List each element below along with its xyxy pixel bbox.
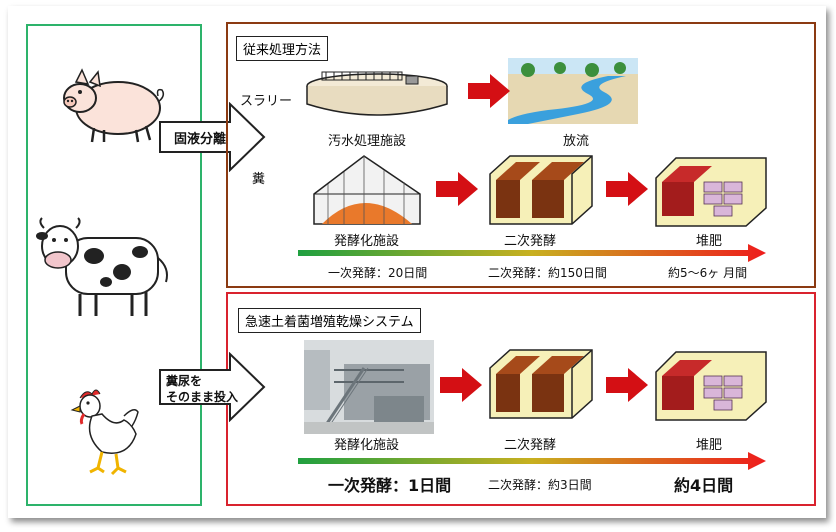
primary-days-top: 一次発酵：20日間	[328, 266, 428, 280]
input-arrow	[159, 352, 266, 422]
compost-label-bottom: 堆肥	[696, 438, 723, 453]
traditional-title: 従来処理方法	[236, 36, 329, 61]
input-label-line2: そのまま投入	[166, 390, 239, 404]
secondary-bins-bottom-icon	[489, 349, 593, 419]
feces-label: 糞	[252, 172, 266, 187]
slurry-label: スラリー	[240, 94, 293, 109]
total-bottom: 約4日間	[674, 476, 734, 495]
pig-icon	[63, 68, 165, 143]
timeline-arrow-top	[298, 244, 766, 262]
secondary-days-bottom: 二次発酵：約3日間	[488, 478, 592, 492]
compost-top-icon	[655, 157, 767, 227]
compost-bottom-icon	[655, 351, 767, 421]
figure-frame: 固液分離 従来処理方法 スラリー 糞 汚水処理施設 放流 発酵化施設	[8, 6, 826, 518]
animals-panel	[26, 24, 202, 506]
river-icon	[508, 58, 638, 124]
arrow-fermentation-to-secondary-bottom	[440, 368, 482, 402]
secondary-label-top: 二次発酵	[504, 234, 557, 249]
cow-icon	[36, 217, 168, 316]
arrow-secondary-to-compost-top	[606, 172, 648, 206]
arrow-fermentation-to-secondary-top	[436, 172, 478, 206]
secondary-days-top: 二次発酵：約150日間	[488, 266, 607, 280]
fermentation-label-bottom: 発酵化施設	[334, 438, 400, 453]
facility-photo	[304, 340, 434, 434]
total-top: 約5～6ヶ 月間	[668, 266, 748, 280]
arrow-secondary-to-compost-bottom	[606, 368, 648, 402]
traditional-panel	[226, 22, 816, 288]
wastewater-tank-icon	[306, 71, 448, 116]
primary-days-bottom: 一次発酵：1日間	[328, 476, 452, 495]
input-label-line1: 糞尿を	[166, 374, 203, 388]
secondary-bins-top-icon	[489, 155, 593, 225]
discharge-label: 放流	[563, 134, 590, 149]
secondary-label-bottom: 二次発酵	[504, 438, 557, 453]
greenhouse-icon	[313, 155, 421, 225]
rapid-title: 急速土着菌増殖乾燥システム	[238, 308, 421, 333]
compost-label-top: 堆肥	[696, 234, 723, 249]
separation-label: 固液分離	[174, 132, 227, 147]
fermentation-label-top: 発酵化施設	[334, 234, 400, 249]
wastewater-label: 汚水処理施設	[328, 134, 407, 149]
arrow-wastewater-to-discharge	[468, 74, 510, 108]
timeline-arrow-bottom	[298, 452, 766, 470]
separation-arrow	[159, 102, 266, 172]
chicken-icon	[70, 389, 139, 476]
